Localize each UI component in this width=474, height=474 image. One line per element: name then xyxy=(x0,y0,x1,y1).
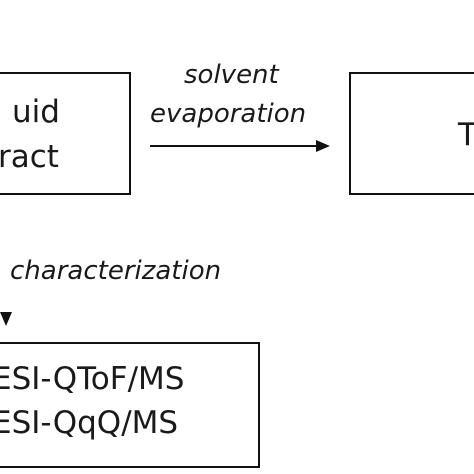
ms-method-qtof: ESI-QToF/MS xyxy=(0,361,185,397)
right-arrow xyxy=(150,140,330,152)
down-arrow xyxy=(0,312,12,326)
characterization-label: characterization xyxy=(10,256,222,286)
liquid-extract-box xyxy=(0,72,131,195)
result-box-label: T xyxy=(458,117,474,153)
liquid-extract-box-line2: ract xyxy=(0,139,59,175)
arrow-label-line2: evaporation xyxy=(150,99,307,129)
arrow-label-line1: solvent xyxy=(184,60,279,90)
ms-methods-box xyxy=(0,342,260,468)
result-box xyxy=(349,72,474,195)
ms-method-qqq: ESI-QqQ/MS xyxy=(0,405,179,441)
liquid-extract-box-line1: uid xyxy=(12,94,60,130)
